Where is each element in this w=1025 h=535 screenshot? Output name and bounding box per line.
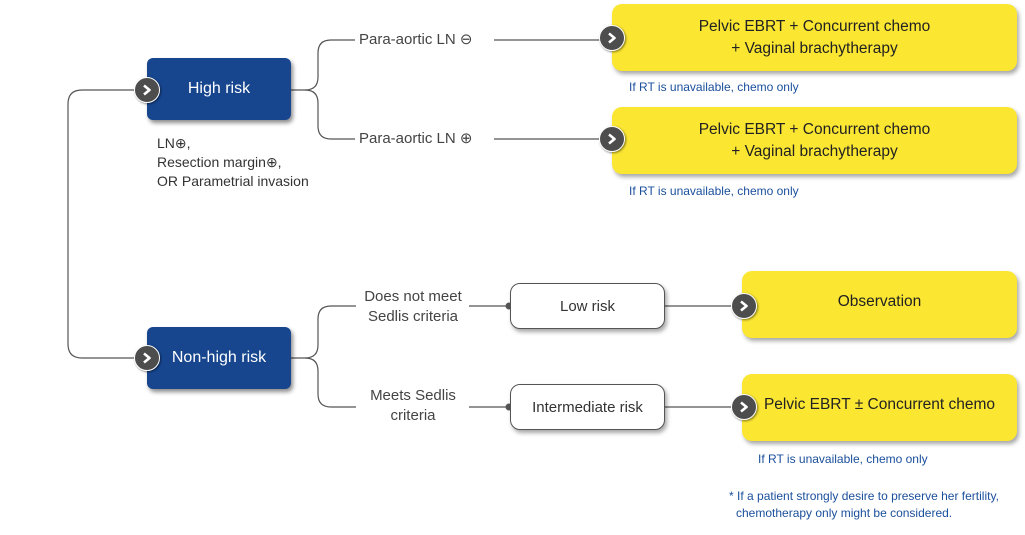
intermediate-risk-box: Intermediate risk [510, 384, 665, 430]
arrow-right-circle-icon [599, 126, 625, 152]
meets-sedlis-line: criteria [390, 407, 436, 424]
intermediate-risk-label: Intermediate risk [532, 398, 643, 416]
arrow-right-circle-icon [731, 394, 757, 420]
rt-unavailable-note: If RT is unavailable, chemo only [629, 80, 799, 94]
footnote-line: chemotherapy only might be considered. [736, 506, 953, 520]
treatment-line: Pelvic EBRT ± Concurrent chemo [763, 395, 996, 413]
treatment-line: + Vaginal brachytherapy [731, 39, 898, 57]
not-sedlis-line: Sedlis criteria [367, 308, 459, 325]
low-risk-box: Low risk [510, 283, 665, 329]
para-aortic-negative-label: Para-aortic LN ⊖ [359, 31, 473, 48]
rt-unavailable-note: If RT is unavailable, chemo only [758, 452, 928, 466]
treatment-line: Pelvic EBRT + Concurrent chemo [698, 120, 931, 138]
criteria-line: Resection margin⊕, [157, 154, 282, 170]
high-risk-box: High risk [147, 58, 291, 120]
arrow-right-circle-icon [134, 77, 160, 103]
arrow-right-circle-icon [134, 345, 160, 371]
meets-sedlis-line: Meets Sedlis [370, 387, 456, 404]
arrow-right-circle-icon [731, 293, 757, 319]
fertility-footnote: * If a patient strongly desire to preser… [729, 488, 999, 522]
arrow-right-circle-icon [599, 25, 625, 51]
rt-unavailable-note: If RT is unavailable, chemo only [629, 184, 799, 198]
criteria-line: LN⊕, [157, 135, 191, 151]
treatment-box-pelvic-pm: Pelvic EBRT ± Concurrent chemo [742, 374, 1017, 441]
not-sedlis-line: Does not meet [364, 288, 462, 305]
treatment-line: Observation [837, 292, 922, 310]
not-sedlis-label: Does not meet Sedlis criteria [358, 287, 468, 327]
treatment-box-pelvic-vaginal-2: Pelvic EBRT + Concurrent chemo + Vaginal… [612, 107, 1017, 174]
footnote-line: * If a patient strongly desire to preser… [729, 489, 999, 503]
high-risk-label: High risk [187, 80, 251, 97]
treatment-line: + Vaginal brachytherapy [731, 142, 898, 160]
treatment-line: Pelvic EBRT + Concurrent chemo [698, 17, 931, 35]
non-high-risk-box: Non-high risk [147, 327, 291, 389]
treatment-box-pelvic-vaginal-1: Pelvic EBRT + Concurrent chemo + Vaginal… [612, 4, 1017, 71]
low-risk-label: Low risk [559, 297, 615, 315]
high-risk-criteria: LN⊕, Resection margin⊕, OR Parametrial i… [157, 134, 309, 191]
criteria-line: OR Parametrial invasion [157, 173, 309, 189]
treatment-box-observation: Observation [742, 271, 1017, 338]
meets-sedlis-label: Meets Sedlis criteria [358, 386, 468, 426]
non-high-risk-label: Non-high risk [171, 349, 267, 366]
para-aortic-positive-label: Para-aortic LN ⊕ [359, 130, 473, 147]
